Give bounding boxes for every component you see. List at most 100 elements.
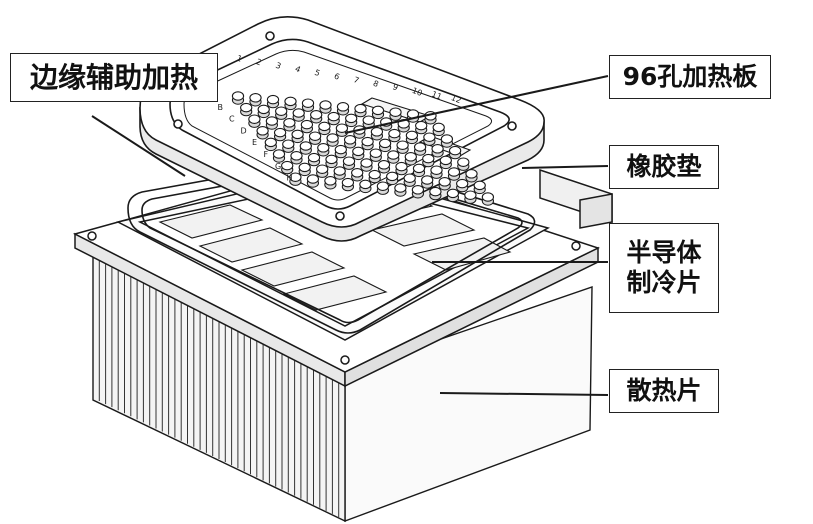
well — [317, 143, 330, 153]
well — [432, 122, 445, 133]
heat-sink-fins — [98, 261, 340, 517]
leader-line-gasket — [521, 165, 609, 169]
well — [457, 157, 470, 167]
column-number: 1 — [235, 54, 243, 64]
well — [291, 129, 304, 140]
well — [405, 130, 419, 141]
column-number: 12 — [450, 93, 463, 105]
column-number: 8 — [372, 79, 380, 89]
well — [248, 114, 261, 124]
label-edge-heating: 边缘辅助加热 — [10, 53, 218, 102]
well — [289, 172, 302, 182]
well — [431, 144, 444, 154]
well — [389, 107, 402, 117]
plate-screw-hole — [507, 121, 517, 131]
well — [335, 123, 349, 133]
well — [369, 148, 382, 158]
well — [307, 152, 321, 163]
rubber-gasket-outline — [127, 156, 536, 334]
well — [411, 185, 425, 195]
row-letter: C — [229, 115, 235, 124]
well — [359, 179, 372, 190]
column-number: 7 — [352, 75, 360, 85]
well — [343, 135, 357, 145]
well — [448, 145, 462, 156]
well — [275, 106, 288, 116]
well — [376, 181, 390, 191]
well — [341, 177, 355, 188]
well — [430, 165, 443, 175]
base-plate — [72, 161, 613, 388]
plate-screw-hole — [265, 31, 275, 41]
well — [319, 100, 332, 110]
leader-lines — [91, 75, 609, 396]
label-semiconductor-line1: 半导体 — [626, 238, 702, 267]
well — [421, 175, 434, 185]
well — [264, 137, 277, 148]
column-number: 11 — [430, 90, 443, 102]
well — [325, 154, 338, 165]
row-letter: G — [275, 162, 281, 171]
well-grid — [231, 91, 495, 206]
row-letter: F — [264, 150, 269, 159]
well — [336, 102, 350, 112]
well — [439, 155, 452, 166]
leader-line-plate — [344, 75, 609, 134]
label-rubber-gasket-text: 橡胶垫 — [626, 152, 702, 181]
well — [316, 164, 329, 174]
row-letter: D — [241, 126, 247, 135]
well — [290, 151, 303, 161]
column-number: 9 — [391, 82, 399, 92]
well — [240, 102, 253, 113]
well — [292, 108, 305, 118]
connector-block-side — [579, 193, 613, 229]
well — [438, 177, 451, 187]
column-number: 10 — [411, 86, 424, 98]
label-semiconductor-line2: 制冷片 — [626, 268, 702, 297]
well — [308, 131, 322, 141]
peltier-chip — [282, 275, 388, 311]
well — [378, 138, 392, 149]
well — [327, 111, 340, 122]
well — [370, 127, 384, 137]
well — [354, 103, 367, 114]
well — [422, 153, 435, 164]
well — [249, 93, 262, 103]
well — [404, 152, 417, 162]
well — [333, 166, 346, 176]
well — [481, 192, 495, 202]
well — [334, 144, 347, 155]
label-heat-sink-text: 散热片 — [626, 376, 702, 405]
well — [446, 188, 460, 199]
label-96-well-plate-text: 96孔加热板 — [622, 62, 758, 91]
well — [306, 174, 320, 184]
row-letter: E — [252, 138, 257, 147]
peltier-chip — [370, 213, 476, 247]
well — [447, 167, 461, 177]
well — [473, 180, 486, 191]
plate-screw-hole — [335, 211, 345, 221]
base-screw-hole — [87, 231, 97, 241]
well — [345, 113, 358, 124]
base-screw-hole — [340, 355, 350, 365]
label-heat-sink: 散热片 — [609, 369, 719, 413]
well — [465, 169, 478, 179]
peltier-chip — [240, 251, 346, 287]
row-letter: B — [218, 103, 224, 112]
peltier-chip — [198, 227, 304, 263]
well — [282, 139, 295, 149]
well — [301, 98, 315, 108]
well — [257, 104, 270, 115]
well — [256, 126, 269, 136]
well — [318, 121, 331, 132]
column-number: 5 — [313, 68, 321, 78]
rubber-gasket-inner — [141, 164, 523, 324]
well — [284, 96, 297, 107]
label-rubber-gasket: 橡胶垫 — [609, 145, 719, 189]
leader-line-edge-heating — [91, 115, 186, 177]
row-letter: H — [287, 174, 293, 183]
well — [387, 150, 400, 160]
well — [352, 146, 365, 157]
